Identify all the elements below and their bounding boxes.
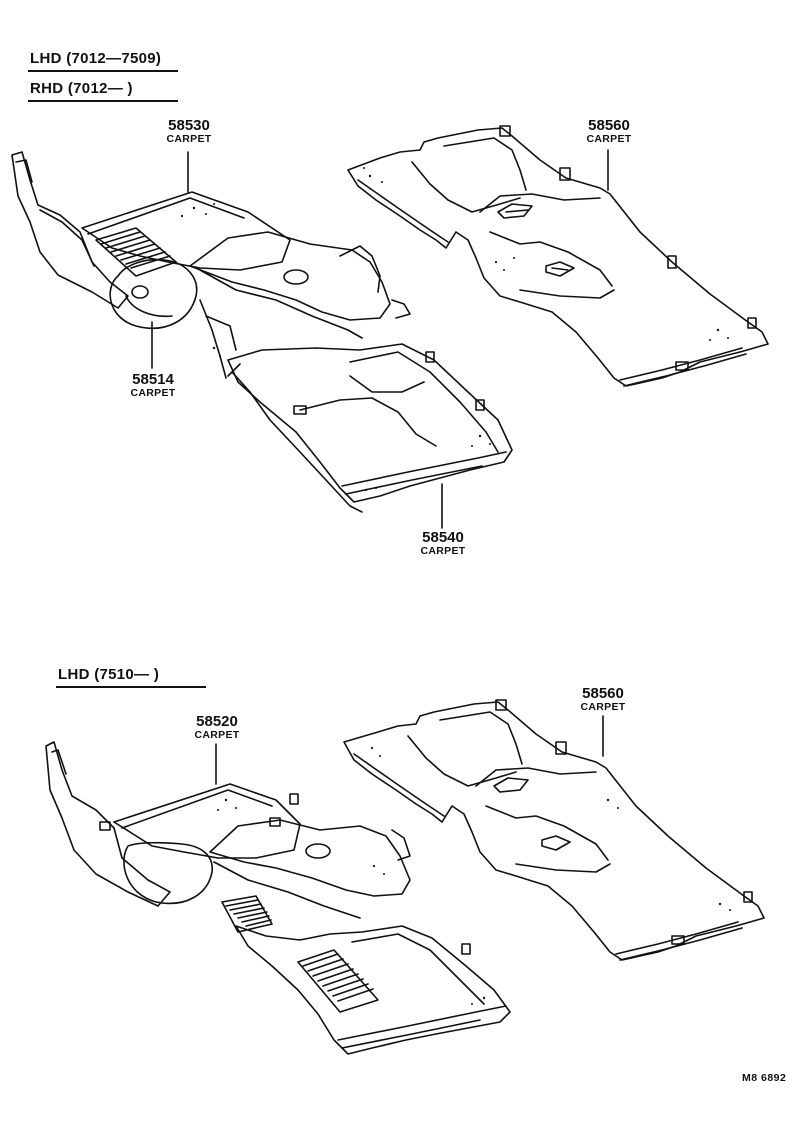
- carpet-58540-drawing: [228, 364, 362, 512]
- part-name: CARPET: [166, 132, 212, 145]
- header-rhd-7012: RHD (7012— ): [30, 80, 133, 97]
- header-lhd-7510: LHD (7510— ): [58, 666, 160, 683]
- part-number: 58514: [132, 371, 174, 388]
- header-underline: [28, 100, 178, 102]
- carpet-58560-lower-drawing: [344, 700, 764, 960]
- part-number: 58560: [588, 117, 630, 134]
- part-name: CARPET: [580, 700, 626, 713]
- part-label-58520: 58520 CARPET: [186, 714, 248, 741]
- part-name: CARPET: [420, 544, 466, 557]
- part-number: 58560: [582, 685, 624, 702]
- carpet-58514-drawing: [110, 260, 236, 378]
- part-name: CARPET: [194, 728, 240, 741]
- carpet-58560-drawing: [348, 126, 768, 386]
- part-label-58514: 58514 CARPET: [122, 372, 184, 399]
- carpet-58530-drawing: [12, 152, 512, 502]
- part-number: 58530: [168, 117, 210, 134]
- header-underline: [56, 686, 206, 688]
- reference-code: M8 6892: [742, 1072, 787, 1084]
- part-label-58530: 58530 CARPET: [158, 118, 220, 145]
- part-name: CARPET: [586, 132, 632, 145]
- header-underline: [28, 70, 178, 72]
- part-label-58560: 58560 CARPET: [578, 118, 640, 145]
- header-lhd-7012-7509: LHD (7012—7509): [30, 50, 162, 67]
- part-number: 58540: [422, 529, 464, 546]
- part-label-58540: 58540 CARPET: [412, 530, 474, 557]
- carpet-58520-drawing: [46, 742, 510, 1054]
- part-name: CARPET: [130, 386, 176, 399]
- part-number: 58520: [196, 713, 238, 730]
- part-label-58560-lower: 58560 CARPET: [572, 686, 634, 713]
